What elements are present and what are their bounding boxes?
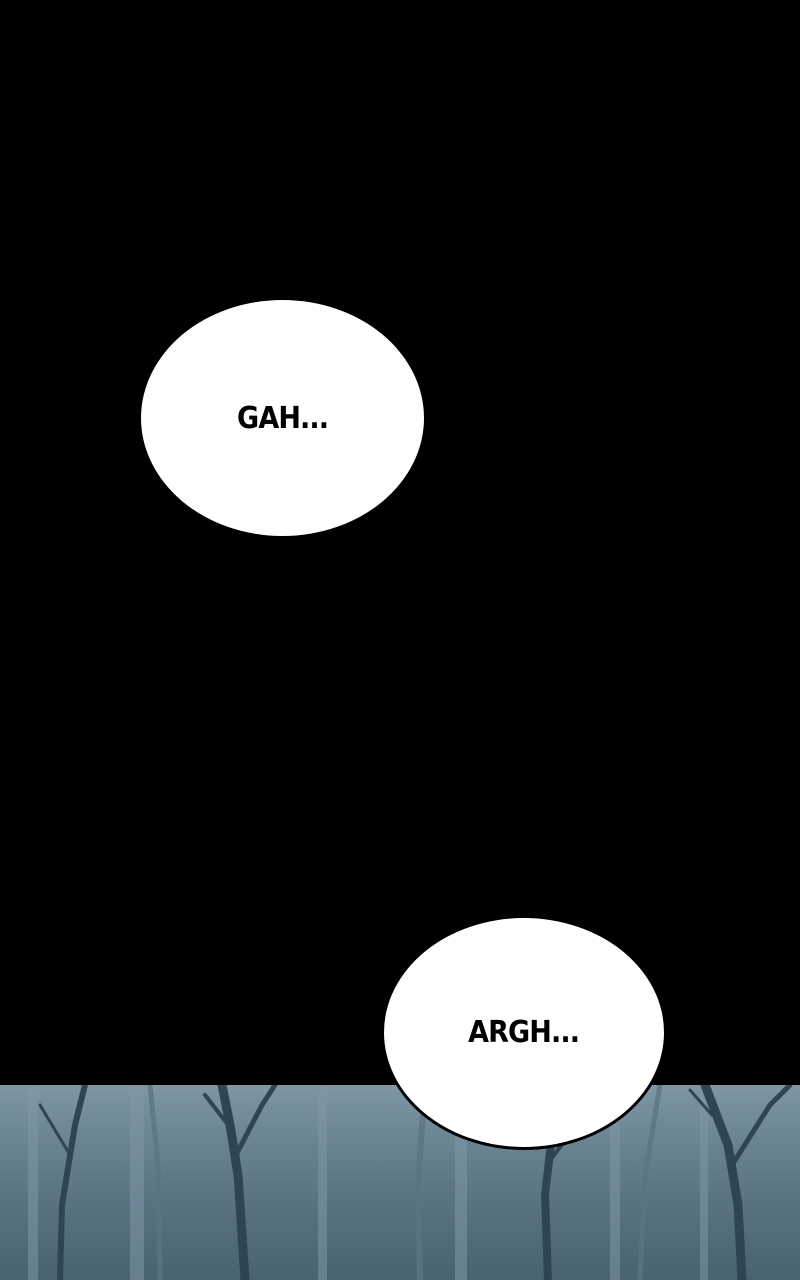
forest-background-panel [0,1085,800,1280]
speech-bubble-text: GAH... [236,400,329,436]
forest-trees-illustration [0,1085,800,1280]
speech-bubble-gah: GAH... [141,300,424,536]
speech-bubble-text: ARGH... [468,1015,581,1050]
speech-bubble-argh: ARGH... [381,915,667,1150]
